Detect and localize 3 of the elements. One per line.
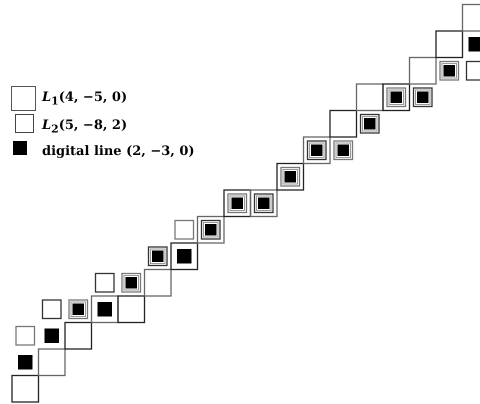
legend-text: L$_{1}$(4, −5, 0): [42, 90, 128, 110]
legend-text: digital line (2, −3, 0): [42, 144, 195, 160]
legend-text: L$_{2}$(5, −8, 2): [42, 118, 128, 138]
